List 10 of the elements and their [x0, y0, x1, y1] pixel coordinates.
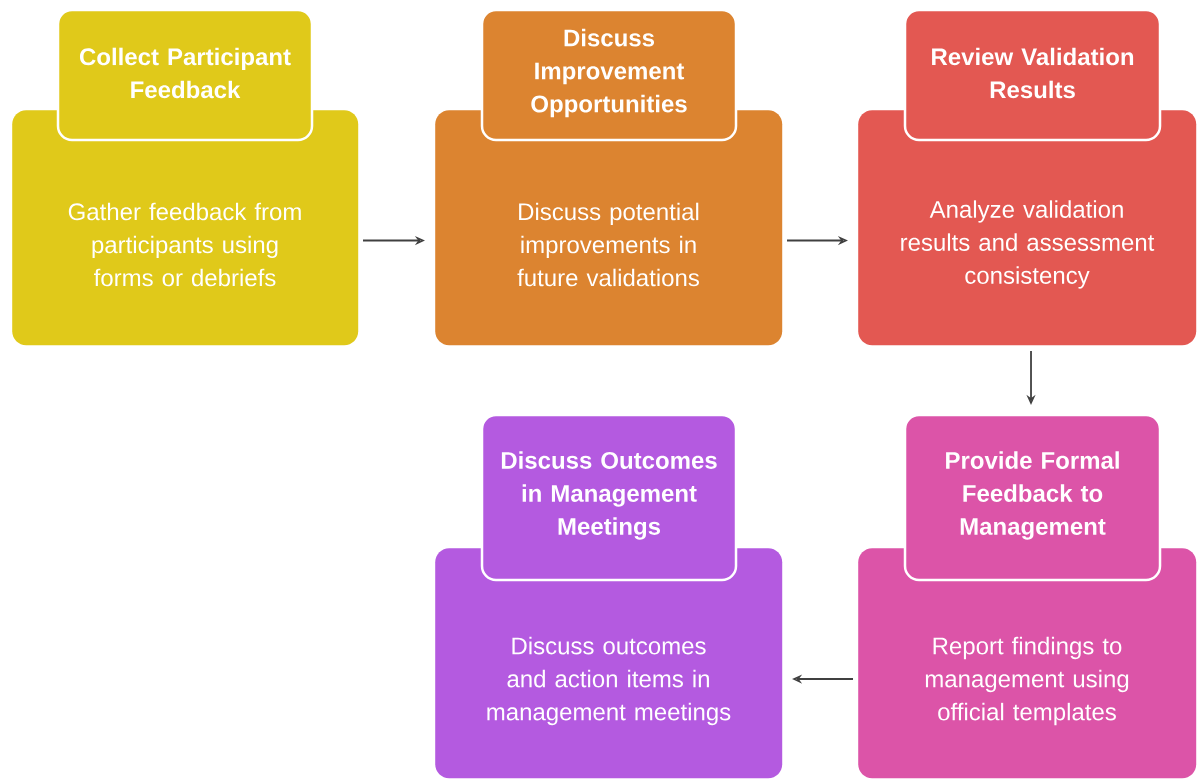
step-tab: Collect Participant Feedback — [56, 8, 314, 142]
step-tab: Review Validation Results — [903, 8, 1162, 142]
step-description: Gather feedback from participants using forms or debriefs — [68, 202, 301, 287]
step-tab: Provide Formal Feedback to Management — [903, 413, 1162, 582]
step-description: Discuss outcomes and action items in management meetings — [487, 636, 731, 726]
step-tab: Discuss Improvement Opportunities — [480, 8, 738, 142]
step-tab: Discuss Outcomes in Management Meetings — [480, 413, 738, 582]
step-description: Analyze validation results and assessment consistency — [901, 200, 1155, 289]
step-description: Discuss potential improvements in future validations — [517, 202, 699, 287]
step-description: Report findings to management using official templates — [925, 636, 1129, 726]
